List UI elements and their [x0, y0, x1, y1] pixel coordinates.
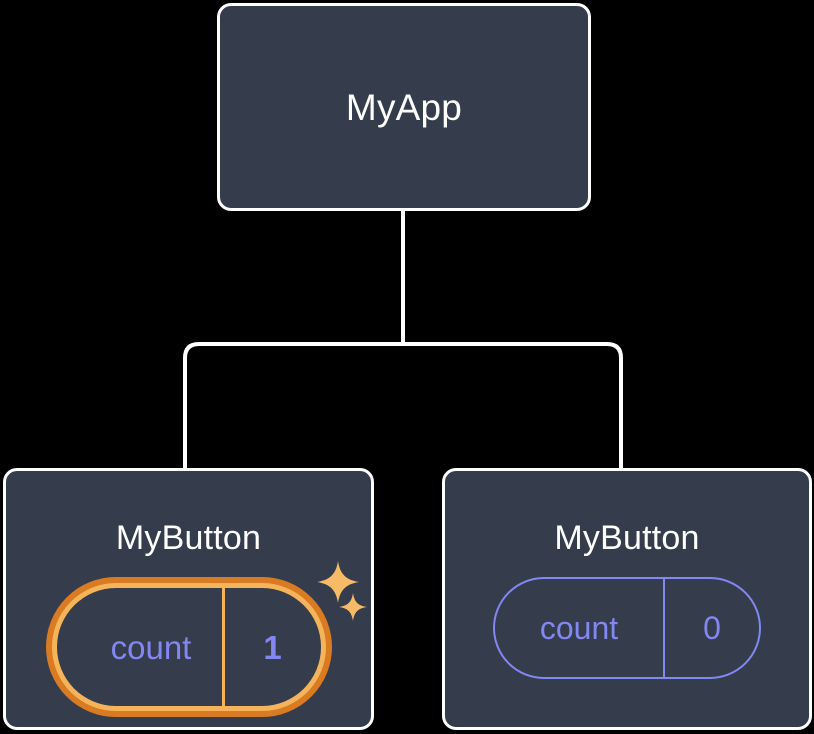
state-pill-wrap-right: count 0	[445, 577, 809, 679]
node-title-root: MyApp	[345, 86, 463, 128]
state-pill-divider-right	[663, 579, 665, 677]
state-pill-plain[interactable]: count 0	[493, 577, 761, 679]
node-myapp[interactable]: MyApp	[217, 3, 591, 211]
state-pill-divider-left	[221, 588, 225, 706]
state-pill-inner: count 1	[56, 588, 321, 706]
state-key-left: count	[110, 628, 192, 666]
state-value-right: 0	[703, 610, 721, 646]
node-title-left: MyButton	[115, 519, 262, 557]
node-mybutton-right[interactable]: MyButton count 0	[442, 468, 812, 730]
node-mybutton-left[interactable]: MyButton count 1	[3, 468, 374, 730]
connector-children-bus	[183, 342, 623, 468]
state-pill-wrap-left: count 1	[6, 577, 371, 717]
node-title-right: MyButton	[554, 519, 700, 557]
state-value-left: 1	[263, 628, 282, 666]
state-key-right: count	[539, 610, 619, 646]
state-pill-highlighted[interactable]: count 1	[45, 577, 332, 717]
